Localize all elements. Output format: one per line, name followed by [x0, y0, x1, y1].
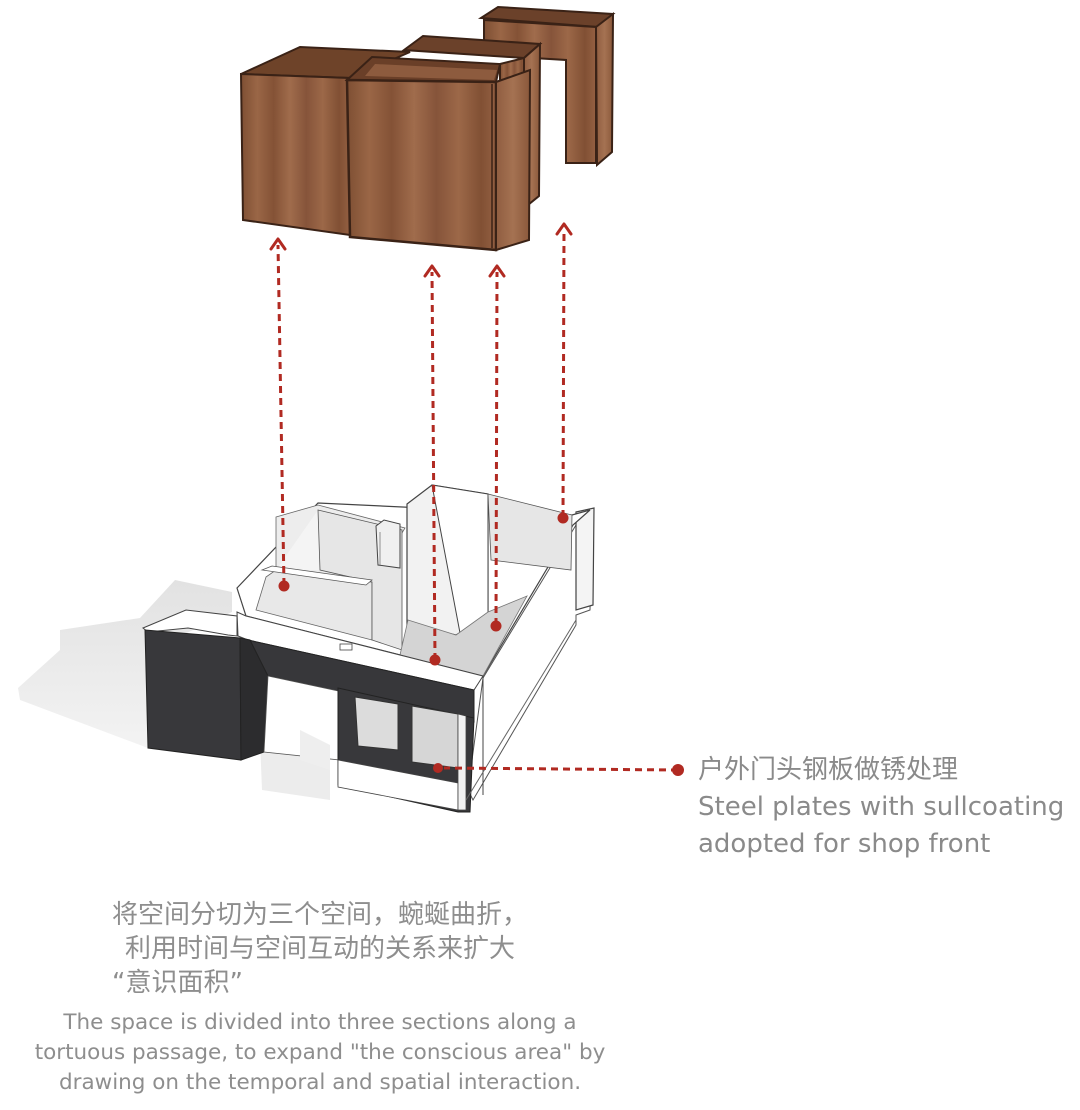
arrow-4-head: [555, 222, 573, 236]
caption-en: The space is divided into three sections…: [0, 1008, 640, 1098]
callout-en-line2: adopted for shop front: [698, 829, 991, 859]
caption-zh-line3: “意识面积”: [112, 968, 243, 998]
arrow-3-dot: [490, 620, 502, 632]
arrow-heads: [269, 222, 573, 278]
shop-model: [18, 484, 595, 813]
arrow-shopfront-line: [443, 766, 679, 772]
arrow-dots: [278, 512, 684, 776]
arrows: [276, 229, 679, 772]
arrow-1-line: [276, 244, 286, 586]
arrow-shopfront-dot: [672, 764, 684, 776]
callout-en-line1: Steel plates with sullcoating: [698, 792, 1065, 822]
arrow-4-dot: [557, 512, 569, 524]
caption-en-line3: drawing on the temporal and spatial inte…: [58, 1070, 582, 1095]
caption-zh-line1: 将空间分切为三个空间，蜿蜒曲折，: [111, 900, 528, 930]
arrow-2-line: [430, 271, 437, 661]
box-2-front: [344, 55, 532, 252]
callout-zh: 户外门头钢板做锈处理: [698, 755, 959, 785]
shopfront-callout: 户外门头钢板做锈处理 Steel plates with sullcoating…: [698, 752, 1078, 863]
arrow-2-head: [423, 264, 441, 278]
caption-zh-line2: 利用时间与空间互动的关系来扩大: [124, 934, 515, 964]
arrow-3-head: [488, 264, 506, 278]
caption-en-line1: The space is divided into three sections…: [63, 1010, 577, 1035]
arrow-shopfront-end: [433, 763, 443, 773]
arrow-1-dot: [278, 580, 290, 592]
dark-pillar: [144, 629, 242, 761]
wood-boxes: [239, 5, 616, 252]
box-1-left: [239, 45, 411, 237]
arrow-1-head: [269, 237, 287, 251]
diagram-caption: 将空间分切为三个空间，蜿蜒曲折， 利用时间与空间互动的关系来扩大 “意识面积” …: [0, 898, 640, 1098]
arrow-3-line: [494, 271, 499, 626]
arrow-2-dot: [429, 654, 441, 666]
arrow-4-line: [561, 229, 566, 518]
caption-en-line2: tortuous passage, to expand "the conscio…: [34, 1040, 606, 1065]
